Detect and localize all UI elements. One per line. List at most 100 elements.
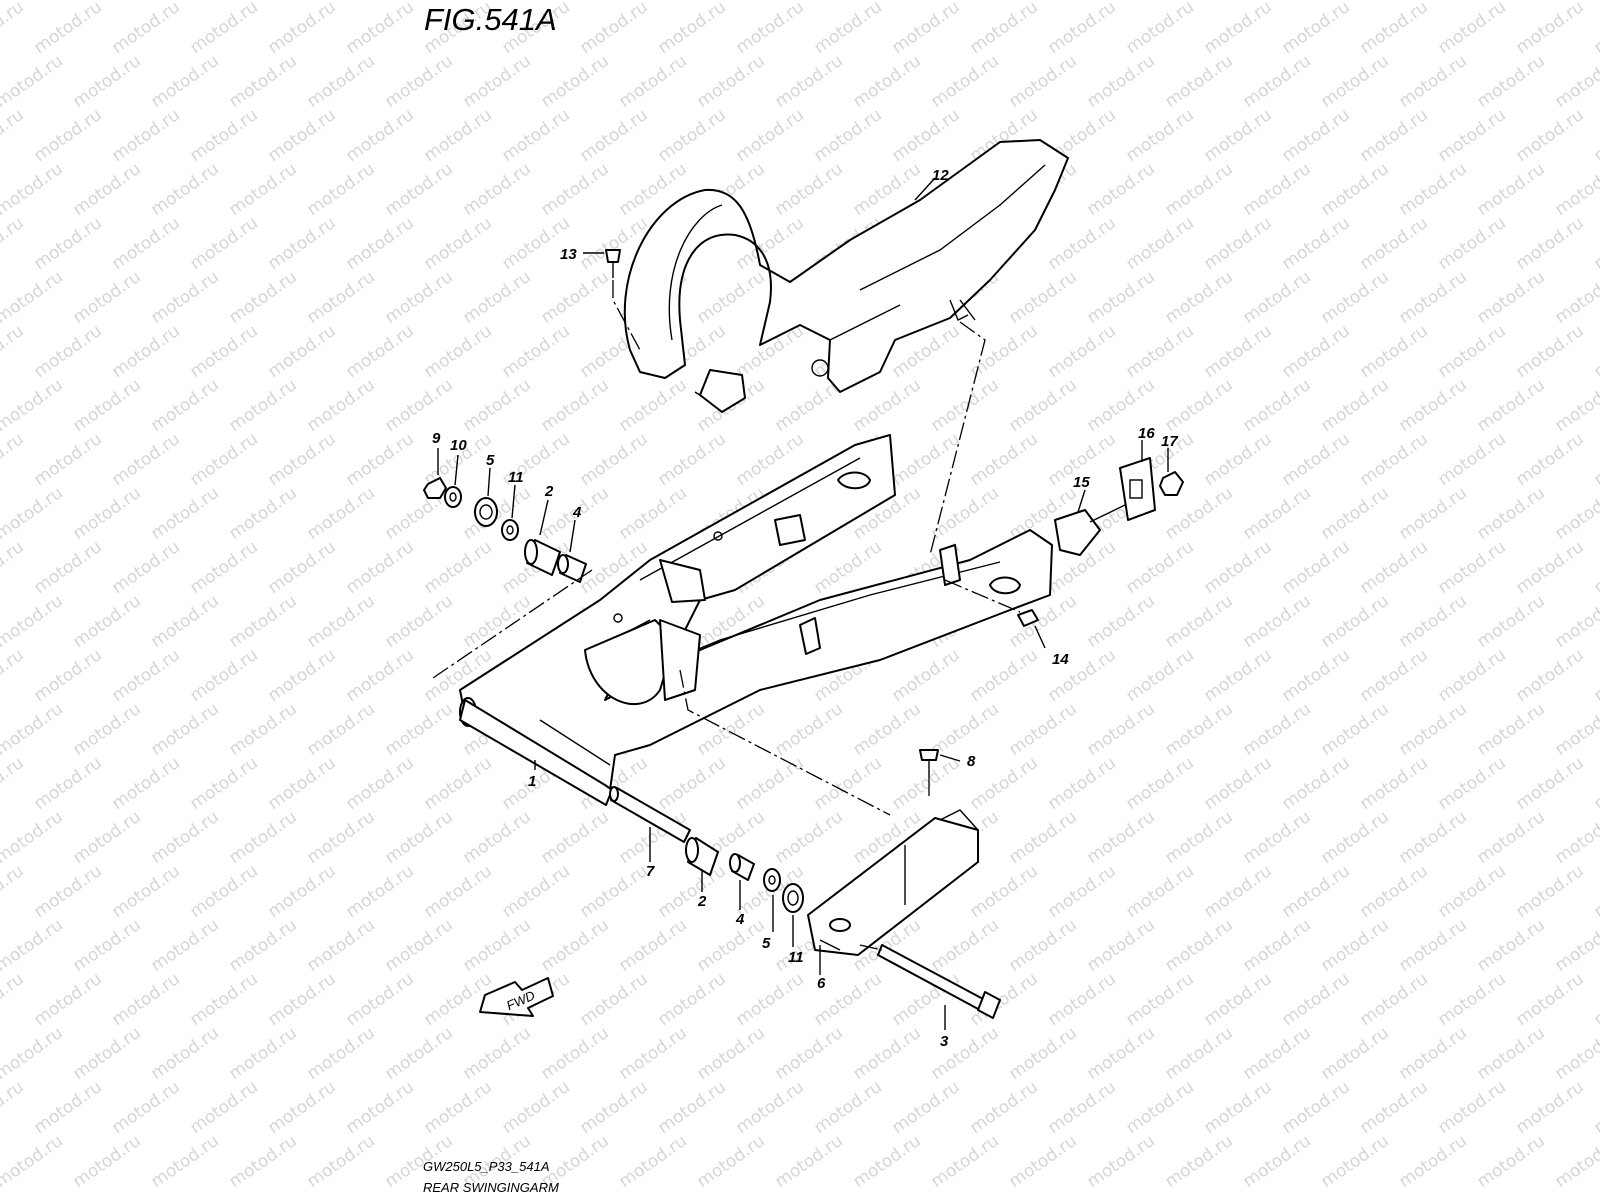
watermark-text: motod.ru (420, 537, 495, 598)
watermark-text: motod.ru (1395, 375, 1470, 436)
watermark-text: motod.ru (303, 1023, 378, 1084)
watermark-text: motod.ru (576, 105, 651, 166)
watermark-text: motod.ru (654, 753, 729, 814)
watermark-text: motod.ru (303, 591, 378, 652)
watermark-text: motod.ru (1005, 1023, 1080, 1084)
watermark-text: motod.ru (30, 1077, 105, 1138)
watermark-text: motod.ru (30, 645, 105, 706)
watermark-text: motod.ru (1512, 969, 1587, 1030)
watermark-text: motod.ru (1044, 0, 1119, 58)
watermark-text: motod.ru (1161, 915, 1236, 976)
watermark-text: motod.ru (1317, 1131, 1392, 1192)
callout-13: 13 (560, 246, 577, 263)
watermark-text: motod.ru (810, 1077, 885, 1138)
watermark-text: motod.ru (810, 0, 885, 58)
watermark-text: motod.ru (1044, 969, 1119, 1030)
watermark-text: motod.ru (693, 267, 768, 328)
watermark-text: motod.ru (225, 915, 300, 976)
watermark-text: motod.ru (1434, 753, 1509, 814)
watermark-text: motod.ru (1395, 807, 1470, 868)
watermark-text: motod.ru (1278, 969, 1353, 1030)
watermark-text: motod.ru (1239, 51, 1314, 112)
watermark-text: motod.ru (927, 915, 1002, 976)
watermark-text: motod.ru (1278, 861, 1353, 922)
watermark-text: motod.ru (1239, 1023, 1314, 1084)
watermark-text: motod.ru (810, 753, 885, 814)
watermark-text: motod.ru (1317, 591, 1392, 652)
watermark-text: motod.ru (186, 969, 261, 1030)
watermark-text: motod.ru (1356, 537, 1431, 598)
watermark-text: motod.ru (0, 429, 28, 490)
part-6-chain-buffer (807, 809, 979, 956)
watermark-text: motod.ru (69, 267, 144, 328)
callout-12: 12 (932, 167, 949, 184)
watermark-text: motod.ru (1044, 1077, 1119, 1138)
watermark-text: motod.ru (966, 1077, 1041, 1138)
watermark-text: motod.ru (225, 375, 300, 436)
watermark-text: motod.ru (1356, 753, 1431, 814)
watermark-text: motod.ru (849, 51, 924, 112)
watermark-text: motod.ru (147, 267, 222, 328)
watermark-text: motod.ru (342, 1077, 417, 1138)
watermark-text: motod.ru (0, 1023, 67, 1084)
watermark-text: motod.ru (0, 969, 28, 1030)
watermark-text: motod.ru (1239, 591, 1314, 652)
part-13-screw (605, 249, 621, 278)
watermark-text: motod.ru (654, 105, 729, 166)
watermark-text: motod.ru (186, 213, 261, 274)
watermark-text: motod.ru (69, 51, 144, 112)
watermark-text: motod.ru (1005, 699, 1080, 760)
callout-2: 2 (544, 483, 554, 500)
watermark-text: motod.ru (1395, 483, 1470, 544)
watermark-text: motod.ru (1161, 159, 1236, 220)
watermark-text: motod.ru (1590, 213, 1600, 274)
watermark-text: motod.ru (1434, 537, 1509, 598)
watermark-text: motod.ru (693, 51, 768, 112)
watermark-text: motod.ru (108, 213, 183, 274)
watermark-text: motod.ru (966, 753, 1041, 814)
watermark-text: motod.ru (420, 213, 495, 274)
watermark-text: motod.ru (108, 969, 183, 1030)
watermark-text: motod.ru (1200, 537, 1275, 598)
watermark-text: motod.ru (147, 915, 222, 976)
watermark-text: motod.ru (1434, 0, 1509, 58)
watermark-text: motod.ru (1317, 699, 1392, 760)
watermark-text: motod.ru (849, 0, 924, 4)
watermark-text: motod.ru (576, 1077, 651, 1138)
watermark-text: motod.ru (381, 267, 456, 328)
watermark-text: motod.ru (420, 861, 495, 922)
watermark-text: motod.ru (1395, 1023, 1470, 1084)
watermark-text: motod.ru (693, 0, 768, 4)
watermark-text: motod.ru (1200, 969, 1275, 1030)
callout-1: 1 (528, 773, 536, 790)
watermark-text: motod.ru (303, 807, 378, 868)
watermark-text: motod.ru (1083, 807, 1158, 868)
watermark-text: motod.ru (0, 861, 28, 922)
watermark-text: motod.ru (1512, 537, 1587, 598)
watermark-text: motod.ru (576, 969, 651, 1030)
watermark-text: motod.ru (537, 1023, 612, 1084)
watermark-text: motod.ru (732, 1077, 807, 1138)
callout-14: 14 (1052, 651, 1069, 668)
watermark-text: motod.ru (1122, 537, 1197, 598)
watermark-text: motod.ru (1551, 267, 1600, 328)
watermark-text: motod.ru (342, 753, 417, 814)
watermark-text: motod.ru (1200, 1077, 1275, 1138)
watermark-text: motod.ru (498, 1077, 573, 1138)
watermark-text: motod.ru (537, 159, 612, 220)
watermark-text: motod.ru (69, 0, 144, 4)
watermark-text: motod.ru (1473, 267, 1548, 328)
watermark-text: motod.ru (849, 1023, 924, 1084)
watermark-text: motod.ru (1434, 861, 1509, 922)
watermark-text: motod.ru (1473, 483, 1548, 544)
watermark-text: motod.ru (69, 915, 144, 976)
watermark-text: motod.ru (1278, 213, 1353, 274)
watermark-text: motod.ru (1317, 915, 1392, 976)
watermark-text: motod.ru (1512, 861, 1587, 922)
watermark-text: motod.ru (693, 1023, 768, 1084)
watermark-text: motod.ru (1122, 1077, 1197, 1138)
watermark-text: motod.ru (771, 0, 846, 4)
callout-11-lower: 5 (762, 935, 771, 952)
